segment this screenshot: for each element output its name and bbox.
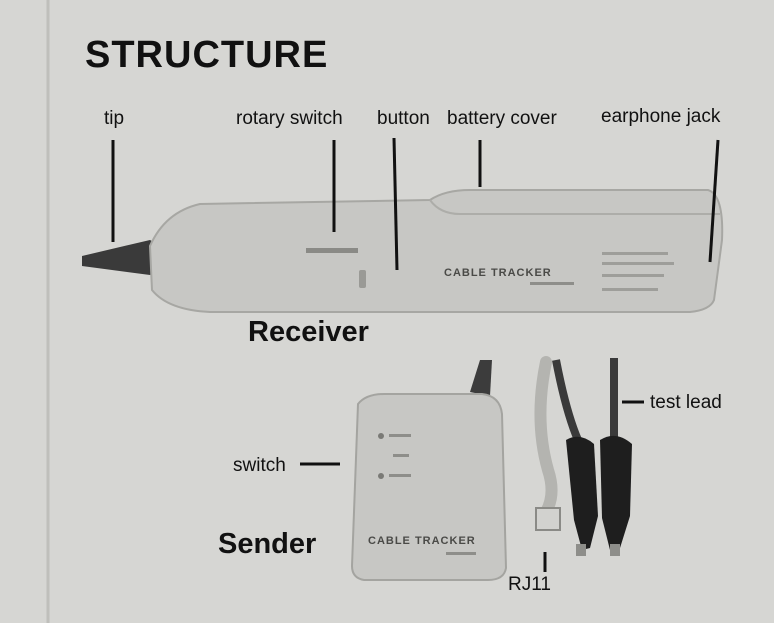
receiver-print-1 <box>602 252 668 255</box>
sender-print-1 <box>389 434 411 437</box>
sender-model-print <box>446 552 476 555</box>
clip-jaw-1 <box>576 544 586 556</box>
sender-top-cable <box>470 360 492 396</box>
receiver-print-4 <box>602 288 658 291</box>
rotary-switch-marks <box>306 248 358 253</box>
sender-brand-text: CABLE TRACKER <box>368 535 476 547</box>
sender-print-3 <box>389 474 411 477</box>
receiver-button <box>359 270 366 288</box>
test-lead-label: test lead <box>650 392 722 413</box>
button-label: button <box>377 108 430 129</box>
sender-body <box>350 393 508 581</box>
rj11-label: RJ11 <box>508 574 551 595</box>
rj11-cable <box>534 356 561 531</box>
receiver-brand-text: CABLE TRACKER <box>444 267 552 279</box>
receiver-body <box>148 189 724 313</box>
clip-jaw-2 <box>610 544 620 556</box>
switch-label: switch <box>233 455 286 476</box>
tip-label: tip <box>104 108 125 129</box>
page-title: STRUCTURE <box>85 34 329 76</box>
sender-led-2 <box>378 473 384 479</box>
rotary-switch-label: rotary switch <box>236 108 343 129</box>
earphone-jack-label: earphone jack <box>601 106 721 127</box>
receiver-model-print <box>530 282 574 285</box>
sender-heading: Sender <box>218 528 317 560</box>
receiver-heading: Receiver <box>248 316 369 348</box>
test-lead <box>552 357 632 556</box>
receiver-pointer-lines <box>111 137 720 271</box>
receiver-tip <box>82 240 160 275</box>
rj11-wire <box>534 356 558 518</box>
receiver-print-3 <box>602 274 664 277</box>
rj11-plug <box>535 507 561 531</box>
battery-cover-label: battery cover <box>447 108 557 129</box>
receiver-device: CABLE TRACKER <box>82 189 724 313</box>
button-pointer <box>392 137 399 271</box>
battery-cover-seam <box>429 199 720 215</box>
alligator-clip-2 <box>600 435 632 550</box>
receiver-print-2 <box>602 262 674 265</box>
sender-pointer-lines <box>300 400 644 572</box>
test-lead-wire-1 <box>552 359 582 442</box>
sender-led-1 <box>378 433 384 439</box>
earphone-jack-pointer <box>708 139 720 263</box>
alligator-clip-1 <box>566 436 598 550</box>
sender-device: CABLE TRACKER <box>350 360 508 581</box>
sender-print-2 <box>393 454 409 457</box>
